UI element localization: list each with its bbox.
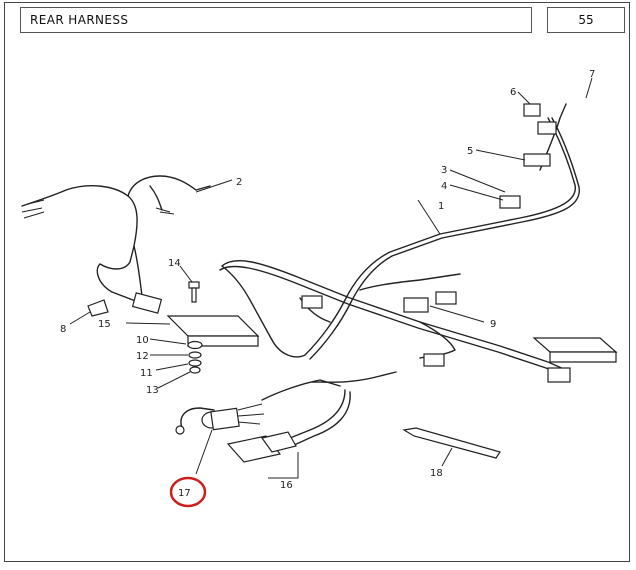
harness-2 xyxy=(21,175,211,303)
leader-lines xyxy=(69,77,593,479)
callout-12: 12 xyxy=(136,351,149,362)
callout-17: 17 xyxy=(178,488,191,499)
connector-17 xyxy=(175,403,265,435)
callout-14: 14 xyxy=(168,258,181,269)
callout-8: 8 xyxy=(60,324,66,335)
page-title: REAR HARNESS xyxy=(20,7,532,33)
callout-15: 15 xyxy=(98,319,111,330)
callout-13: 13 xyxy=(146,385,159,396)
callout-9: 9 xyxy=(490,319,496,330)
callout-16: 16 xyxy=(280,480,293,491)
callout-4: 4 xyxy=(441,181,447,192)
relay-right xyxy=(532,337,618,363)
callout-1: 1 xyxy=(438,201,444,212)
callout-5: 5 xyxy=(467,146,473,157)
connectors xyxy=(131,103,571,383)
callout-6: 6 xyxy=(510,87,516,98)
callout-7: 7 xyxy=(589,69,595,80)
main-harness-1 xyxy=(219,103,580,377)
sub-harness-16 xyxy=(226,371,397,463)
callout-18: 18 xyxy=(430,468,443,479)
callout-numbers: 1 2 3 4 5 6 7 8 9 10 11 12 13 14 15 16 1… xyxy=(60,69,595,499)
drawing-frame xyxy=(4,2,630,562)
callout-2: 2 xyxy=(236,177,242,188)
highlight-circle xyxy=(169,476,207,508)
fasteners-10-13 xyxy=(187,340,203,374)
page-number: 55 xyxy=(547,7,625,33)
callout-3: 3 xyxy=(441,165,447,176)
bolt-14 xyxy=(188,281,200,303)
callout-10: 10 xyxy=(136,335,149,346)
clip-8 xyxy=(87,299,109,317)
relay-15 xyxy=(166,315,260,347)
callout-11: 11 xyxy=(140,368,153,379)
cable-tie-18 xyxy=(402,427,501,459)
